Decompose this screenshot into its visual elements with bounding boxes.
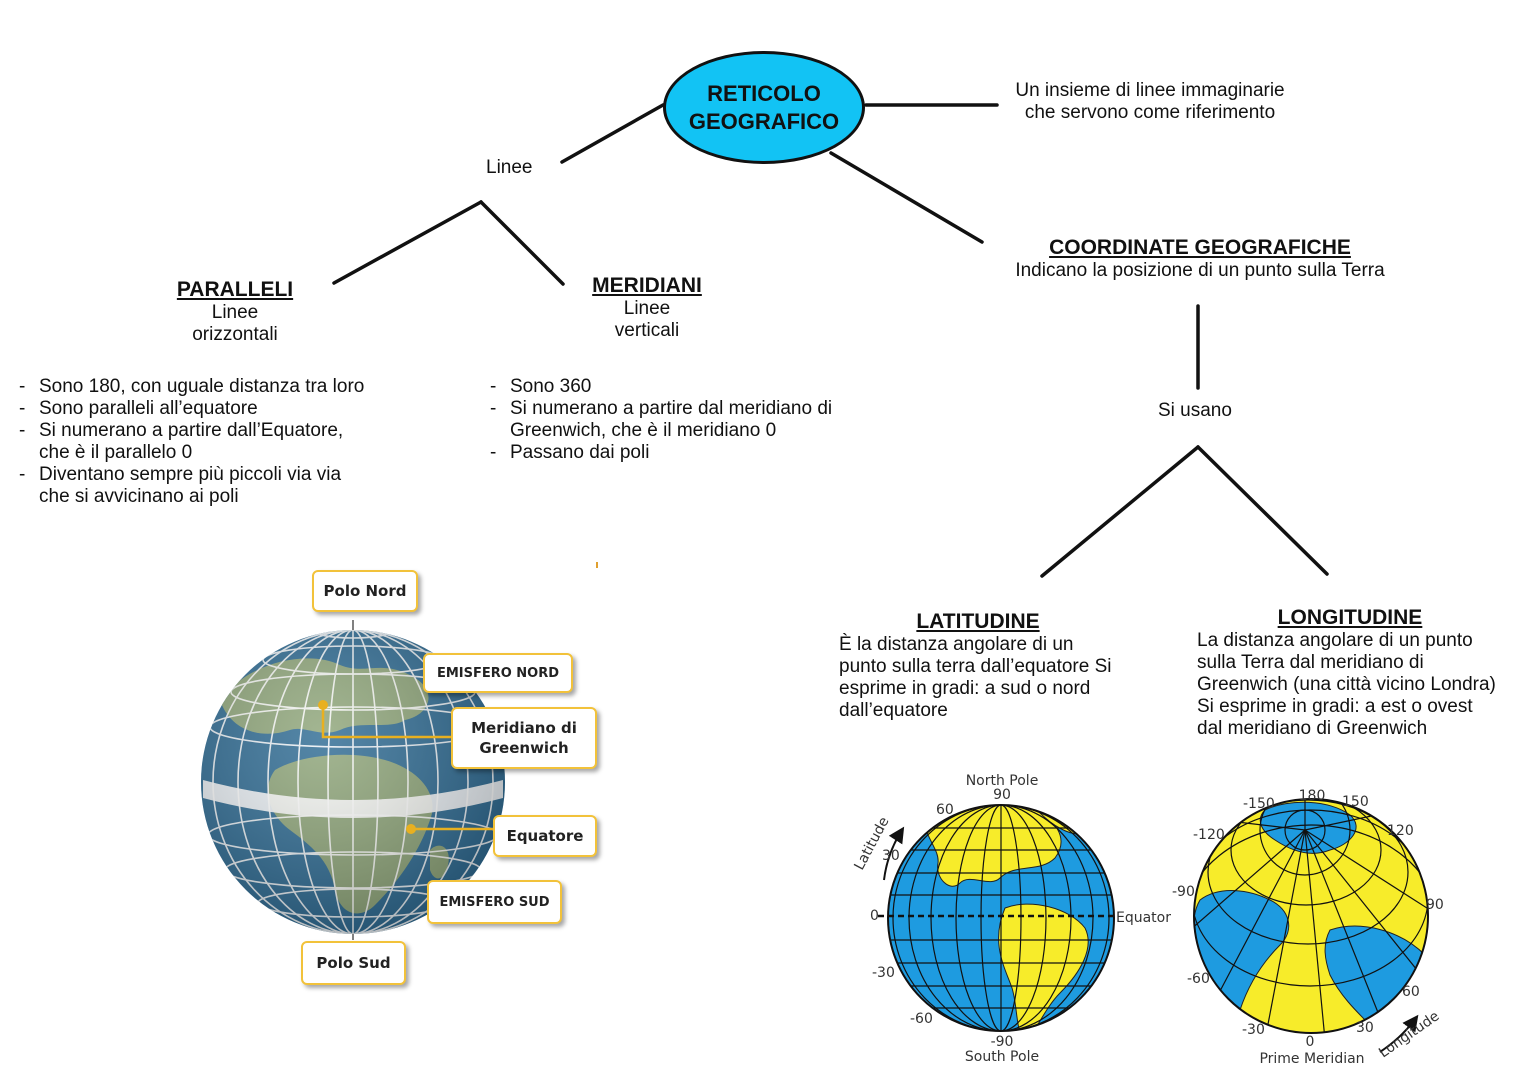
lon-tick-90: 90 (1426, 897, 1444, 913)
lat-tick-0: 0 (870, 908, 879, 924)
line-linee-to-paralleli (332, 200, 483, 285)
lon-tick-180: 180 (1299, 788, 1326, 804)
linee-label: Linee (486, 157, 533, 178)
line-si-usano-to-longitudine (1196, 445, 1329, 576)
meridiani-bullet: Passano dai poli (488, 442, 838, 464)
line-root-to-coordinate (829, 151, 984, 244)
root-title-line1: RETICOLO (707, 80, 821, 106)
equatore-callout: Equatore (493, 815, 597, 857)
lat-tick-60: 60 (936, 802, 954, 818)
longitude-globe-illustration: Prime Meridian Longitude 180 -150 150 -1… (1172, 788, 1444, 1067)
south-pole-label: South Pole (965, 1049, 1039, 1065)
equator-label: Equator (1116, 910, 1171, 926)
longitude-arrow (1379, 1014, 1419, 1053)
meridiani-title: MERIDIANI (592, 274, 702, 297)
longitudine-desc: La distanza angolare di un punto sulla T… (1197, 630, 1496, 739)
greenwich-marker (318, 700, 328, 710)
paralleli-bullet: Si numerano a partire dall’Equatore, che… (17, 420, 369, 464)
globe1-pointers (321, 705, 495, 831)
paralleli-bullets: Sono 180, con uguale distanza tra loro S… (17, 376, 397, 508)
globe-hemispheres-illustration (201, 620, 505, 940)
lon-tick-0: 0 (1306, 1034, 1315, 1050)
paralleli-node: PARALLELI Linee orizzontali (150, 278, 320, 346)
longitude-label: Longitude (1376, 1008, 1442, 1061)
definition-line1: Un insieme di linee immaginarie (1015, 80, 1285, 101)
root-node: RETICOLO GEOGRAFICO (663, 51, 865, 164)
lon-tick-minus60: -60 (1187, 971, 1210, 987)
north-pole-label: North Pole (966, 773, 1039, 789)
lon-tick-minus90: -90 (1172, 884, 1195, 900)
meridiani-bullets: Sono 360 Si numerano a partire dal merid… (488, 376, 838, 464)
lat-tick-minus30: -30 (872, 965, 895, 981)
lon-tick-minus150: -150 (1243, 796, 1275, 812)
globe3-ocean (1194, 801, 1426, 1026)
coordinate-title: COORDINATE GEOGRAFICHE (1049, 236, 1351, 259)
coordinate-node: COORDINATE GEOGRAFICHE Indicano la posiz… (980, 236, 1420, 282)
root-title-line2: GEOGRAFICO (688, 108, 840, 134)
line-linee-to-meridiani (479, 200, 565, 286)
latitude-globe-illustration: North Pole South Pole Equator Latitude 9… (851, 773, 1171, 1065)
emisfero-sud-callout: EMISFERO SUD (427, 880, 562, 924)
paralleli-bullet: Diventano sempre più piccoli via via che… (17, 464, 369, 508)
line-root-to-linee (560, 103, 665, 164)
lat-tick-minus60: -60 (910, 1011, 933, 1027)
lat-tick-minus90: -90 (991, 1034, 1014, 1050)
latitudine-desc: È la distanza angolare di un punto sulla… (839, 634, 1112, 721)
lon-tick-150: 150 (1342, 794, 1369, 810)
emisfero-nord-callout: EMISFERO NORD (423, 653, 573, 693)
meridiano-greenwich-callout: Meridiano di Greenwich (451, 707, 597, 769)
definition-text: Un insieme di linee immaginarie che serv… (990, 80, 1310, 124)
longitudine-title: LONGITUDINE (1277, 606, 1423, 629)
paralleli-sub2: orizzontali (192, 324, 278, 345)
latitude-arrow (883, 826, 905, 881)
paralleli-title: PARALLELI (176, 278, 294, 301)
globe1-shading (201, 630, 505, 934)
globe3-outline (1193, 798, 1429, 1034)
paralleli-bullet: Sono paralleli all’equatore (17, 398, 397, 420)
si-usano-label: Si usano (1158, 400, 1232, 421)
lon-tick-minus30: -30 (1242, 1022, 1265, 1038)
polo-sud-callout: Polo Sud (301, 941, 406, 985)
equator-marker (406, 824, 416, 834)
globe3-grid (1194, 799, 1428, 1033)
paralleli-bullet: Sono 180, con uguale distanza tra loro (17, 376, 397, 398)
coordinate-desc: Indicano la posizione di un punto sulla … (1015, 260, 1385, 281)
meridiani-sub1: Linee (623, 298, 671, 319)
lon-tick-30: 30 (1356, 1020, 1374, 1036)
globe2-grid (888, 805, 1114, 1031)
meridiani-bullet: Sono 360 (488, 376, 838, 398)
definition-line2: che servono come riferimento (1024, 102, 1276, 123)
lon-tick-minus120: -120 (1193, 827, 1225, 843)
lon-tick-60: 60 (1402, 984, 1420, 1000)
prime-meridian-label: Prime Meridian (1259, 1051, 1364, 1067)
meridiani-node: MERIDIANI Linee verticali (572, 274, 722, 342)
paralleli-sub1: Linee (211, 302, 259, 323)
globe2-outline (887, 804, 1115, 1032)
latitudine-title: LATITUDINE (916, 610, 1040, 633)
lat-tick-30: 30 (882, 848, 900, 864)
meridiani-sub2: verticali (614, 320, 680, 341)
meridiani-bullet: Si numerano a partire dal meridiano di G… (488, 398, 835, 442)
lon-tick-120: 120 (1387, 823, 1414, 839)
line-si-usano-to-latitudine (1040, 445, 1200, 578)
lat-tick-90: 90 (993, 787, 1011, 803)
polo-nord-callout: Polo Nord (312, 570, 418, 612)
